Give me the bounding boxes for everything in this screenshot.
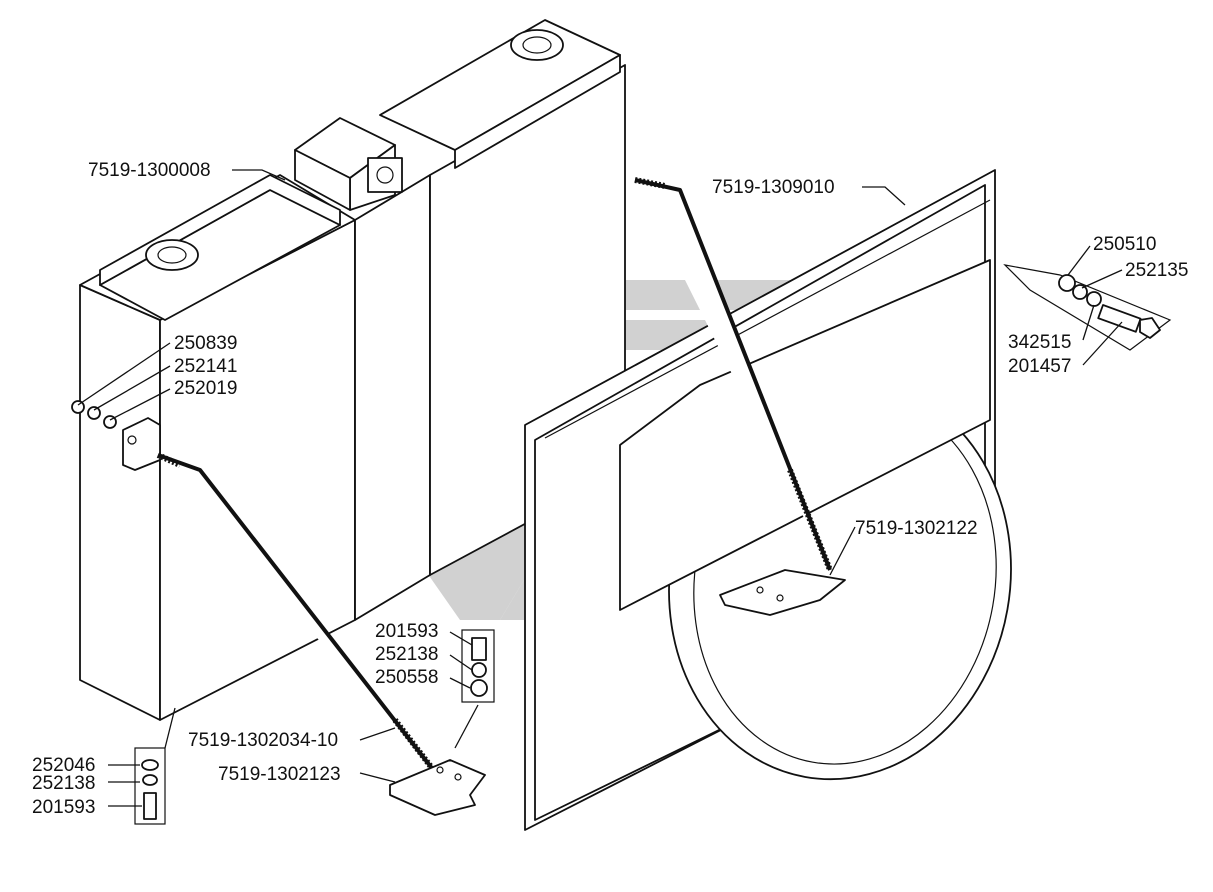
callout-labels: 7519-1300008 7519-1309010 250839 252141 … bbox=[32, 160, 1188, 818]
label-mid-nut: 250558 bbox=[375, 667, 438, 688]
label-bottom-washer-2: 252138 bbox=[32, 773, 95, 794]
label-rod-long: 7519-1302034-10 bbox=[188, 730, 338, 751]
label-bottom-bolt: 201593 bbox=[32, 797, 95, 818]
label-right-washer-1: 252135 bbox=[1125, 260, 1188, 281]
bracket-plate-right bbox=[719, 569, 846, 616]
label-bracket-right: 7519-1302122 bbox=[855, 518, 978, 539]
bracket-plate-left bbox=[389, 759, 486, 816]
label-right-washer-2: 342515 bbox=[1008, 332, 1071, 353]
label-shroud: 7519-1309010 bbox=[712, 177, 835, 198]
left-mount-bracket bbox=[71, 400, 161, 471]
label-bottom-washer: 252046 bbox=[32, 755, 95, 776]
label-bracket-left: 7519-1302123 bbox=[218, 764, 341, 785]
label-mid-bolt: 201593 bbox=[375, 621, 438, 642]
label-left-washer-1: 252141 bbox=[174, 356, 237, 377]
fan-shroud bbox=[524, 169, 1012, 831]
label-left-nut: 250839 bbox=[174, 333, 237, 354]
label-right-nut: 250510 bbox=[1093, 234, 1156, 255]
fastener-group-right bbox=[1003, 264, 1172, 351]
label-left-washer-2: 252019 bbox=[174, 378, 237, 399]
stay-rod-right bbox=[634, 177, 833, 572]
label-radiator: 7519-1300008 bbox=[88, 160, 211, 181]
leader-lines bbox=[77, 169, 1123, 807]
fastener-group-bottom bbox=[134, 747, 166, 825]
label-mid-washer: 252138 bbox=[375, 644, 438, 665]
label-right-bolt: 201457 bbox=[1008, 356, 1071, 377]
